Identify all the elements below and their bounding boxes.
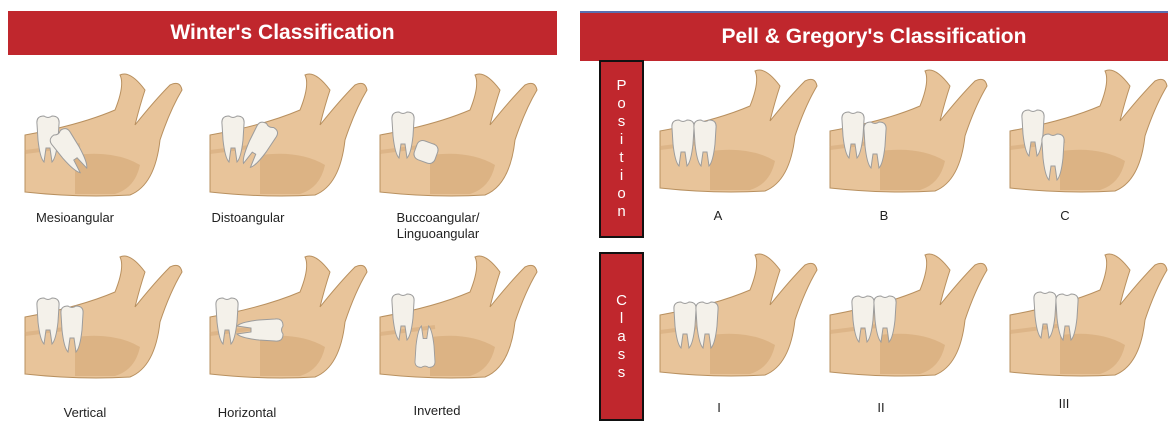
position-b-jaw-illustration: [825, 66, 995, 206]
position-c-label: C: [980, 208, 1150, 224]
class-i-jaw-illustration: [655, 250, 825, 390]
class-i-label: I: [634, 400, 804, 416]
position-letter: i: [620, 131, 623, 149]
position-letter: t: [619, 149, 623, 167]
class-letter: s: [618, 346, 626, 364]
vertical-label: Vertical: [0, 405, 170, 421]
mesioangular-jaw-illustration: [20, 70, 190, 210]
horizontal-label: Horizontal: [162, 405, 332, 421]
class-letter: s: [618, 364, 626, 382]
winter-classification-banner: Winter's Classification: [8, 11, 557, 55]
class-letter: C: [616, 292, 627, 310]
buccoangular-label: Buccoangular/Linguoangular: [353, 210, 523, 242]
winter-classification-title: Winter's Classification: [170, 21, 394, 45]
position-letter: s: [618, 113, 626, 131]
position-b-label: B: [799, 208, 969, 224]
position-letter: o: [617, 95, 625, 113]
position-letter: o: [617, 185, 625, 203]
position-letter: n: [617, 203, 625, 221]
position-c-jaw-illustration: [1005, 66, 1168, 206]
inverted-jaw-illustration: [375, 252, 545, 392]
pell-gregory-classification-banner: Pell & Gregory's Classification: [580, 11, 1168, 61]
pell-gregory-classification-title: Pell & Gregory's Classification: [722, 25, 1027, 49]
position-letter: P: [616, 77, 626, 95]
distoangular-label: Distoangular: [163, 210, 333, 226]
class-iii-label: III: [979, 396, 1149, 412]
position-letter: i: [620, 167, 623, 185]
position-a-label: A: [633, 208, 803, 224]
class-iii-jaw-illustration: [1005, 250, 1168, 390]
vertical-jaw-illustration: [20, 252, 190, 392]
horizontal-jaw-illustration: [205, 252, 375, 392]
class-letter: a: [617, 328, 625, 346]
position-a-jaw-illustration: [655, 66, 825, 206]
mesioangular-label: Mesioangular: [0, 210, 160, 226]
buccoangular-jaw-illustration: [375, 70, 545, 210]
distoangular-jaw-illustration: [205, 70, 375, 210]
inverted-label: Inverted: [352, 403, 522, 419]
class-ii-label: II: [796, 400, 966, 416]
class-letter: l: [620, 310, 623, 328]
class-ii-jaw-illustration: [825, 250, 995, 390]
